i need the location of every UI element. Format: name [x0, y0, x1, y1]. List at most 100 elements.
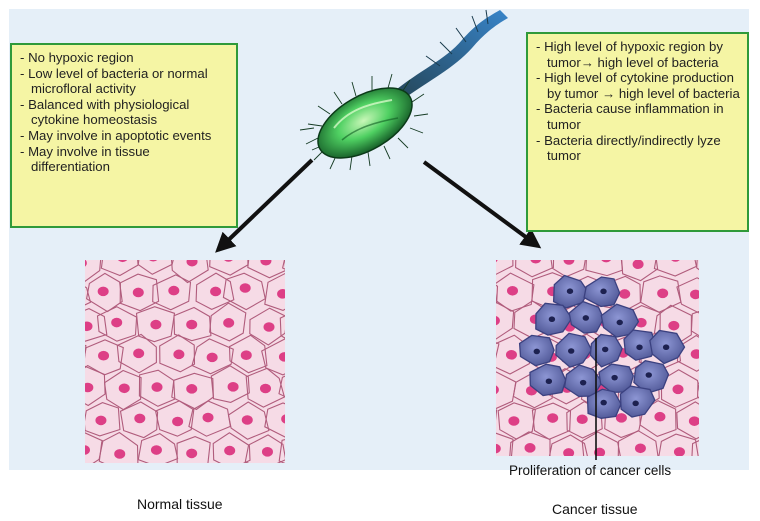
tissue-cell — [195, 272, 235, 311]
cell-nucleus — [616, 480, 627, 490]
cell-nucleus — [506, 285, 518, 296]
tissue-cell — [300, 276, 340, 311]
tissue-cell — [85, 344, 87, 359]
cell-nucleus — [97, 286, 109, 297]
cancer-info-item: High level of hypoxic region by tumor→ h… — [536, 39, 741, 70]
cell-nucleus — [689, 481, 700, 491]
tissue-cell — [32, 304, 71, 341]
tissue-cell — [515, 260, 555, 278]
tissue-cell — [675, 467, 714, 505]
cell-nucleus — [151, 382, 163, 392]
tissue-cell — [300, 401, 339, 438]
cell-nucleus — [728, 350, 739, 360]
normal-tissue-info-box: No hypoxic region Low level of bacteria … — [10, 43, 238, 228]
cell-nucleus — [477, 288, 488, 298]
tissue-cell — [691, 439, 699, 456]
cell-nucleus — [277, 289, 285, 299]
tissue-cell — [85, 339, 124, 376]
tissue-cell — [32, 430, 68, 467]
tissue-cell — [697, 382, 699, 399]
tissue-cell — [209, 302, 247, 342]
cell-nucleus — [173, 349, 185, 360]
tissue-cell — [85, 307, 108, 342]
cancer-cell-nucleus — [582, 315, 590, 321]
cell-nucleus — [576, 414, 588, 425]
cell-nucleus — [95, 415, 107, 426]
cell-nucleus — [496, 260, 498, 263]
cell-nucleus — [100, 482, 111, 492]
cancer-cell-nucleus — [600, 288, 607, 295]
tissue-cell — [137, 432, 179, 463]
tissue-cell — [227, 401, 270, 440]
tissue-cell — [85, 424, 86, 432]
tissue-cell — [278, 438, 285, 463]
cell-nucleus — [186, 260, 198, 267]
cancer-cell-nucleus — [566, 288, 574, 295]
tissue-cell — [298, 469, 338, 503]
cancer-cell-nucleus — [579, 379, 587, 386]
cell-nucleus — [708, 256, 719, 266]
tissue-cell — [456, 462, 496, 499]
cell-nucleus — [594, 447, 606, 456]
tissue-cell — [509, 431, 551, 456]
proliferation-label: Proliferation of cancer cells — [509, 463, 672, 478]
cell-nucleus — [657, 288, 669, 299]
cell-nucleus — [632, 260, 644, 270]
cell-nucleus — [259, 383, 271, 394]
cell-nucleus — [41, 385, 52, 395]
cell-nucleus — [114, 449, 126, 459]
tissue-cell — [713, 462, 750, 501]
cell-nucleus — [239, 283, 251, 293]
tissue-cell — [457, 214, 497, 251]
cell-nucleus — [133, 348, 145, 359]
tissue-cell — [212, 432, 251, 463]
cancer-cell-nucleus — [662, 344, 670, 351]
cell-nucleus — [585, 477, 596, 487]
tissue-cell — [658, 433, 699, 456]
tissue-cell — [676, 401, 699, 440]
cancer-cell — [633, 360, 670, 395]
cell-nucleus — [85, 382, 94, 393]
cancer-tissue-image — [451, 214, 752, 505]
cell-nucleus — [453, 321, 464, 331]
cell-nucleus — [473, 412, 484, 422]
cell-nucleus — [619, 289, 631, 299]
tissue-cell — [617, 430, 659, 456]
normal-tissue-label: Normal tissue — [137, 496, 223, 512]
tissue-cell — [98, 431, 139, 463]
cell-nucleus — [455, 258, 466, 268]
cancer-cell-nucleus — [611, 374, 618, 381]
tissue-cell — [496, 284, 499, 304]
cell-nucleus — [563, 260, 575, 265]
cancer-cell-nucleus — [533, 348, 540, 355]
cell-nucleus — [505, 349, 517, 360]
tissue-cell — [581, 431, 621, 456]
cell-nucleus — [44, 444, 55, 454]
tissue-cell — [302, 210, 339, 251]
cell-nucleus — [172, 479, 183, 489]
tissue-cell — [119, 401, 159, 439]
cancer-cell-nucleus — [548, 316, 556, 323]
tissue-cell — [191, 338, 234, 375]
tissue-cell — [712, 277, 747, 312]
tissue-cell — [222, 272, 266, 311]
cancer-info-item: Bacteria directly/indirectly lyze tumor — [536, 133, 741, 164]
cell-nucleus — [186, 448, 198, 459]
tissue-cell — [712, 339, 752, 375]
tissue-cell — [264, 402, 285, 438]
tissue-cell — [653, 260, 698, 277]
cell-nucleus — [44, 319, 55, 329]
tissue-cell — [265, 211, 298, 247]
cell-nucleus — [224, 445, 236, 456]
cell-nucleus — [725, 290, 736, 300]
tissue-cell — [135, 306, 176, 343]
cell-nucleus — [314, 418, 325, 428]
cell-nucleus — [601, 260, 611, 263]
tissue-cell — [496, 432, 514, 456]
cell-nucleus — [473, 228, 484, 238]
cell-nucleus — [451, 382, 462, 392]
cell-nucleus — [563, 448, 575, 456]
cell-nucleus — [150, 445, 162, 455]
cell-nucleus — [311, 482, 322, 492]
cell-nucleus — [295, 381, 306, 391]
